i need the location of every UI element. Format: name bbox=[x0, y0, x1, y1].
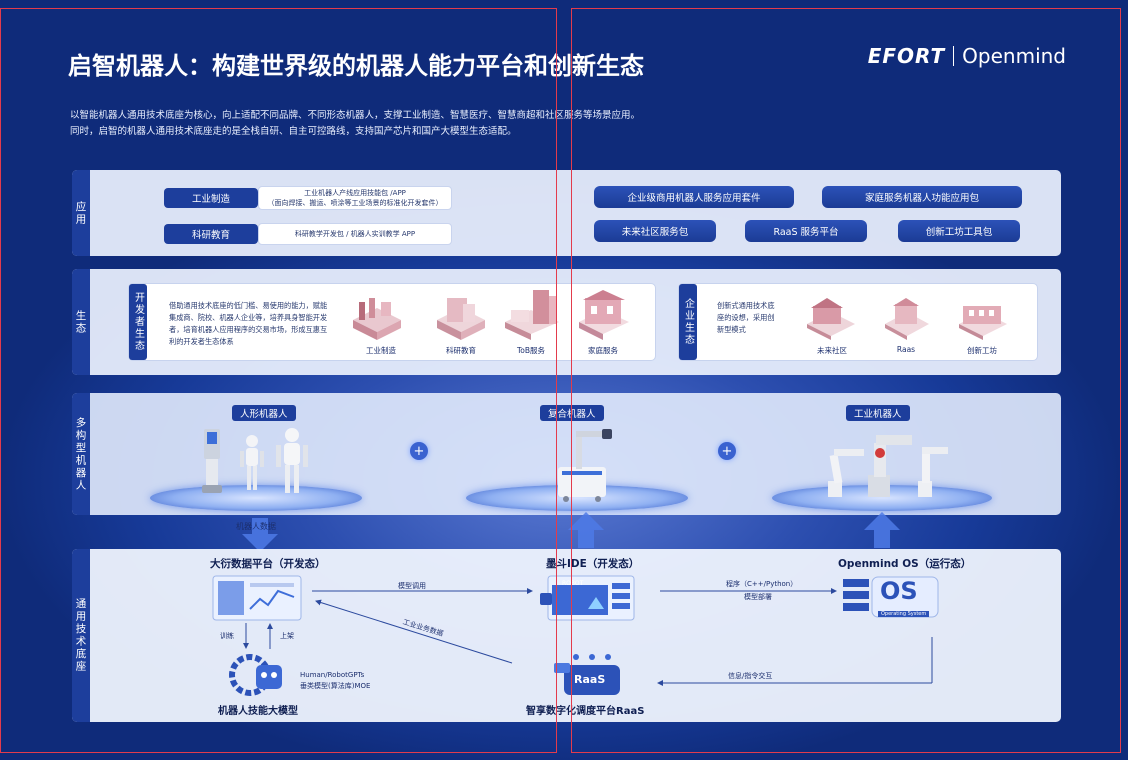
ent-item-raas: Raas bbox=[896, 345, 916, 354]
ent-item-workshop: 创新工坊 bbox=[967, 346, 997, 355]
workshop-building-icon bbox=[959, 306, 1007, 340]
industry-tag: 工业制造 bbox=[164, 188, 258, 208]
ide-icon-text: ROBOT bbox=[562, 580, 584, 587]
base-flow-arrows bbox=[312, 588, 933, 686]
program-label: 程序（C++/Python） bbox=[726, 580, 798, 588]
logo-divider bbox=[953, 46, 955, 66]
dev-text-line: 借助通用技术底座的低门槛、易使用的能力，赋能 bbox=[169, 301, 328, 310]
intro-line-1: 以智能机器人通用技术底座为核心，向上适配不同品牌、不同形态机器人，支撑工业制造、… bbox=[70, 110, 641, 121]
dev-text-line: 集成商、院校、机器人企业等，培养具身智能开发 bbox=[169, 313, 328, 322]
dev-text-line: 者，培育机器人应用程序的交易市场，形成互惠互 bbox=[169, 325, 328, 334]
openmind-logo-text: Openmind bbox=[962, 44, 1066, 68]
model-call-label: 模型调用 bbox=[398, 582, 426, 590]
plus-icon: + bbox=[410, 442, 428, 460]
efort-logo-text: EFORT bbox=[867, 44, 946, 68]
dev-text-line: 利的开发者生态体系 bbox=[169, 337, 234, 346]
humanoid-robots-icon bbox=[202, 428, 308, 493]
developer-ecosystem-text: 借助通用技术底座的低门槛、易使用的能力，赋能 集成商、院校、机器人企业等，培养具… bbox=[169, 300, 327, 348]
left-guide-frame bbox=[0, 8, 557, 753]
info-exchange-label: 信息/指令交互 bbox=[728, 672, 773, 680]
dev-item-home: 家庭服务 bbox=[588, 346, 618, 355]
app-pill-workshop: 创新工坊工具包 bbox=[898, 220, 1020, 242]
intro-text: 以智能机器人通用技术底座为核心，向上适配不同品牌、不同形态机器人，支撑工业制造、… bbox=[70, 108, 640, 140]
ent-text-line: 创新式通用技术底 bbox=[717, 301, 775, 310]
dev-item-research: 科研教育 bbox=[446, 346, 476, 355]
layer-label-ecosystem: 生态 bbox=[72, 269, 90, 375]
multi-robot-layer-panel: 多构型机器人 人形机器人 复合机器人 工业机器人 + + bbox=[72, 393, 1061, 515]
base-layer-panel: 通用技术底座 大衍数据平台（开发态） 墨斗IDE（开发态） Openmind O… bbox=[72, 549, 1061, 722]
intro-line-2: 同时，启智的机器人通用技术底座走的是全栈自研、自主可控路线，支持国产芯片和国产大… bbox=[70, 126, 517, 137]
ide-title: 墨斗IDE（开发态） bbox=[546, 558, 640, 570]
layer-label-application: 应用 bbox=[72, 170, 90, 256]
deploy-label: 模型部署 bbox=[744, 593, 772, 601]
industry-desc-line1: 工业机器人产线应用技能包 /APP bbox=[304, 189, 406, 197]
right-guide-frame bbox=[571, 8, 1121, 753]
ent-text-line: 座的设想，采用创 bbox=[717, 313, 775, 322]
dev-item-industry: 工业制造 bbox=[366, 346, 396, 355]
developer-ecosystem-label: 开发者生态 bbox=[129, 284, 147, 360]
industry-desc-line2: （面向焊接、搬运、喷涂等工业场景的标准化开发套件） bbox=[267, 199, 443, 207]
launch-label: 上架 bbox=[280, 632, 294, 640]
school-building-icon bbox=[437, 298, 485, 340]
humanoid-robot-label: 人形机器人 bbox=[232, 405, 296, 421]
factory-building-icon bbox=[353, 298, 401, 340]
ide-screen-icon bbox=[540, 575, 635, 621]
robot-data-label: 机器人数据 bbox=[236, 522, 276, 531]
data-platform-screen-icon bbox=[212, 575, 302, 621]
data-platform-title: 大衍数据平台（开发态） bbox=[210, 558, 326, 570]
composite-robot-icon bbox=[558, 429, 612, 502]
application-layer-panel: 应用 工业制造 工业机器人产线应用技能包 /APP （面向焊接、搬运、喷涂等工业… bbox=[72, 170, 1061, 256]
train-launch-arrows bbox=[243, 623, 273, 649]
enterprise-ecosystem-label: 企业生态 bbox=[679, 284, 697, 360]
developer-ecosystem-card: 开发者生态 借助通用技术底座的低门槛、易使用的能力，赋能 集成商、院校、机器人企… bbox=[128, 283, 656, 361]
os-title: Openmind OS（运行态） bbox=[838, 558, 972, 570]
up-arrow-icon bbox=[864, 512, 900, 548]
gear-robot-icon bbox=[229, 654, 282, 696]
ent-text-line: 新型模式 bbox=[717, 325, 746, 334]
train-label: 训练 bbox=[220, 632, 234, 640]
enterprise-ecosystem-card: 企业生态 创新式通用技术底 座的设想，采用创 新型模式 未来社区 Raas 创新… bbox=[678, 283, 1038, 361]
os-icon-text: OS bbox=[880, 577, 918, 605]
page-title: 启智机器人：构建世界级的机器人能力平台和创新生态 bbox=[68, 52, 644, 80]
tob-building-icon bbox=[505, 290, 559, 340]
layer-label-base: 通用技术底座 bbox=[72, 549, 90, 722]
industrial-robots-icon bbox=[828, 435, 948, 497]
app-pill-community: 未来社区服务包 bbox=[594, 220, 716, 242]
app-pill-raas: RaaS 服务平台 bbox=[745, 220, 867, 242]
up-arrow-icon bbox=[568, 512, 604, 548]
industrial-robot-label: 工业机器人 bbox=[846, 405, 910, 421]
home-building-icon bbox=[579, 290, 629, 340]
plus-icon: + bbox=[718, 442, 736, 460]
gpts-label: Human/RobotGPTs bbox=[300, 671, 365, 679]
raas-building-icon bbox=[885, 298, 929, 340]
raas-icon bbox=[554, 654, 620, 695]
community-building-icon bbox=[807, 298, 855, 340]
skill-model-title: 机器人技能大模型 bbox=[218, 706, 298, 717]
ecosystem-layer-panel: 生态 开发者生态 借助通用技术底座的低门槛、易使用的能力，赋能 集成商、院校、机… bbox=[72, 269, 1061, 375]
brand-logo: EFORT Openmind bbox=[868, 44, 1066, 68]
research-desc: 科研教学开发包 / 机器人实训教学 APP bbox=[258, 223, 452, 245]
raas-icon-text: RaaS bbox=[574, 673, 606, 686]
enterprise-ecosystem-text: 创新式通用技术底 座的设想，采用创 新型模式 bbox=[717, 300, 775, 336]
dev-item-tob: ToB服务 bbox=[516, 346, 546, 355]
research-tag: 科研教育 bbox=[164, 224, 258, 244]
layer-label-multi-robot: 多构型机器人 bbox=[72, 393, 90, 515]
os-screen-icon bbox=[843, 576, 939, 618]
industry-desc: 工业机器人产线应用技能包 /APP （面向焊接、搬运、喷涂等工业场景的标准化开发… bbox=[258, 186, 452, 210]
down-arrow-icon bbox=[242, 518, 278, 552]
moe-label: 垂类模型(算法库)MOE bbox=[300, 682, 371, 690]
raas-platform-title: 智享数字化调度平台RaaS bbox=[526, 706, 645, 717]
os-subtitle: Operating System bbox=[878, 611, 930, 617]
ent-item-community: 未来社区 bbox=[817, 346, 847, 355]
app-pill-home: 家庭服务机器人功能应用包 bbox=[822, 186, 1022, 208]
app-pill-enterprise: 企业级商用机器人服务应用套件 bbox=[594, 186, 794, 208]
